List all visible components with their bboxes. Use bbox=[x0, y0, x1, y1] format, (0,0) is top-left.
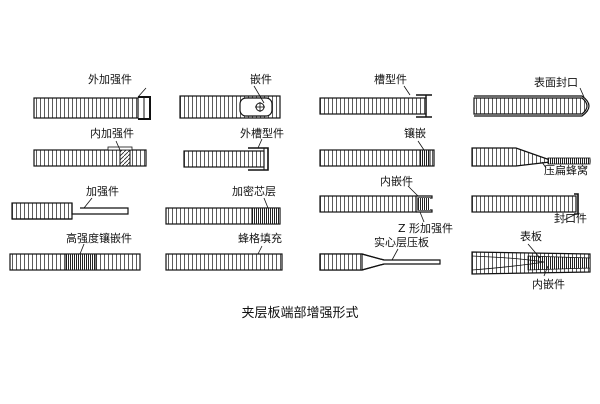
panel-inlay bbox=[319, 140, 435, 167]
label-solid-laminate: 实心层压板 bbox=[374, 236, 429, 249]
panel-surface-seal bbox=[473, 87, 590, 117]
panel-internal-reinforcement bbox=[33, 140, 147, 167]
label-densified-core: 加密芯层 bbox=[232, 185, 276, 198]
panel-crushed-honeycomb bbox=[471, 147, 591, 169]
label-face-sheet: 表板 bbox=[520, 230, 542, 243]
panel-honeycomb-filled bbox=[165, 245, 283, 271]
label-inlay: 镶嵌 bbox=[404, 127, 426, 140]
panel-step-reinforcement bbox=[11, 197, 129, 220]
panel-embedded-insert bbox=[179, 85, 281, 119]
label-external-channel: 外槽型件 bbox=[240, 127, 284, 140]
panel-high-strength-insert bbox=[9, 243, 141, 271]
panel-external-reinforcement bbox=[33, 87, 151, 120]
panel-external-channel bbox=[183, 138, 269, 171]
label-inner-insert: 内嵌件 bbox=[380, 175, 413, 188]
label-embedded-insert: 嵌件 bbox=[250, 73, 272, 86]
label-channel-member: 槽型件 bbox=[374, 73, 407, 86]
label-honeycomb-filled: 蜂格填充 bbox=[238, 232, 282, 245]
label-surface-seal: 表面封口 bbox=[534, 76, 578, 89]
panel-solid-laminate bbox=[319, 248, 441, 271]
panel-edge-closure bbox=[471, 193, 579, 221]
label-high-strength-insert: 高强度镶嵌件 bbox=[66, 232, 132, 245]
panel-inner-insert-z bbox=[319, 185, 433, 223]
panel-densified-core bbox=[165, 197, 281, 225]
panel-face-sheet-insert bbox=[471, 243, 591, 277]
label-step-reinforcement: 加强件 bbox=[86, 185, 119, 198]
panel-channel-member bbox=[319, 85, 432, 118]
label-internal-reinforcement: 内加强件 bbox=[90, 127, 134, 140]
figure-caption: 夹层板端部增强形式 bbox=[241, 306, 359, 321]
label-z-reinforcement: Z 形加强件 bbox=[398, 222, 454, 235]
label-edge-closure: 封口件 bbox=[554, 212, 587, 225]
label-crushed-honeycomb: 压扁蜂窝 bbox=[544, 164, 588, 177]
label-external-reinforcement: 外加强件 bbox=[88, 73, 132, 86]
label-inner-insert-2: 内嵌件 bbox=[532, 278, 565, 291]
